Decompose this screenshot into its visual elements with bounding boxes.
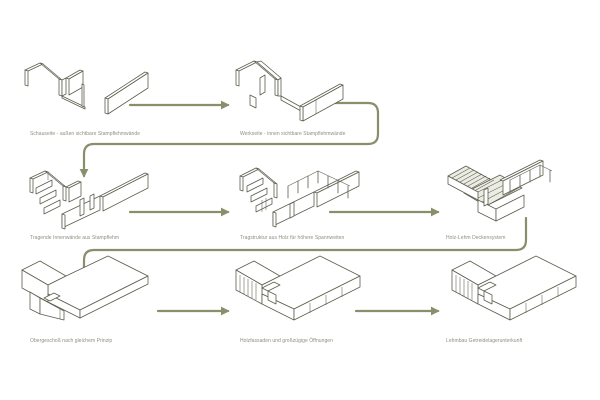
model-step-2	[235, 60, 344, 122]
model-step-4	[239, 167, 360, 228]
caption-step-3: Tragende Innenwände aus Stampflehm	[30, 235, 120, 241]
model-step-3	[29, 170, 149, 230]
caption-step-2: Werkseite - innen sichtbare Stampflehmwä…	[240, 131, 346, 137]
caption-step-6: Obergeschoß nach gleichem Prinzip	[30, 338, 113, 344]
arrow-5-to-6	[79, 216, 528, 282]
model-step-6	[21, 255, 149, 321]
caption-step-5: Holz-Lehm Deckensystem	[446, 235, 506, 241]
caption-step-8: Lehmbau Getreidelagerunterkunft	[446, 338, 523, 344]
model-step-5	[447, 159, 553, 222]
caption-step-7: Holzfassaden und großzügige Öffnungen	[240, 338, 333, 344]
arrow-2-to-3	[79, 101, 380, 178]
caption-step-1: Schauseite - außen sichtbare Stampflehmw…	[30, 131, 141, 137]
model-step-1	[24, 62, 149, 115]
caption-step-4: Tragstruktur aus Holz für höhere Spannwe…	[240, 235, 345, 241]
model-step-8	[451, 255, 577, 321]
model-step-7	[235, 255, 361, 321]
flow-arrows	[79, 100, 528, 316]
